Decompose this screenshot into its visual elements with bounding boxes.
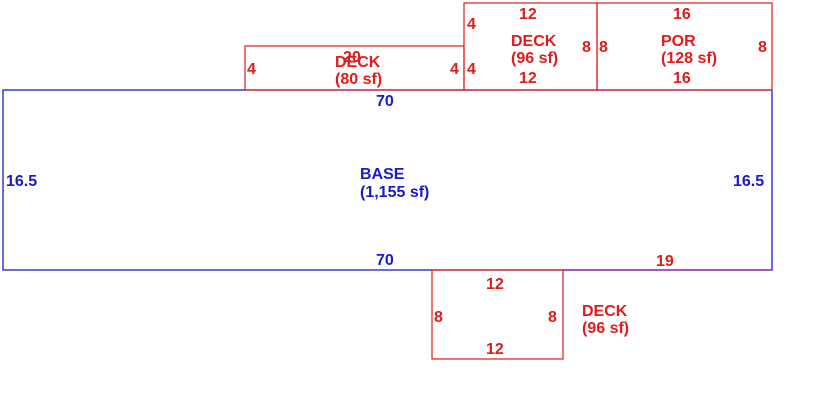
bottom-right-dim: 19 xyxy=(656,253,674,270)
porch-left-dim: 8 xyxy=(599,39,608,56)
porch-right-dim: 8 xyxy=(758,39,767,56)
deck-left-name: DECK xyxy=(335,54,381,71)
base-top-dim: 70 xyxy=(376,93,394,110)
deck-left-right-dim: 4 xyxy=(450,61,459,78)
base-bottom-dim: 70 xyxy=(376,252,394,269)
deck-bottom-outline xyxy=(431,269,564,360)
deck-left-left-dim: 4 xyxy=(247,61,256,78)
deck-top-right-dim: 8 xyxy=(582,39,591,56)
deck-bottom-bottom-dim: 12 xyxy=(486,341,504,358)
porch-outline xyxy=(596,2,773,91)
base-name: BASE xyxy=(360,166,405,183)
deck-top-left-bottom-dim: 4 xyxy=(467,61,476,78)
deck-left-area: (80 sf) xyxy=(335,71,382,88)
porch-name: POR xyxy=(661,33,696,50)
deck-top-area: (96 sf) xyxy=(511,50,558,67)
deck-top-name: DECK xyxy=(511,33,557,50)
base-left-dim: 16.5 xyxy=(6,173,37,190)
porch-top-dim: 16 xyxy=(673,6,691,23)
deck-bottom-top-dim: 12 xyxy=(486,276,504,293)
deck-top-left-top-dim: 4 xyxy=(467,16,476,33)
porch-area: (128 sf) xyxy=(661,50,717,67)
deck-bottom-left-dim: 8 xyxy=(434,309,443,326)
base-area: (1,155 sf) xyxy=(360,184,429,201)
deck-left-top-dim: 20 xyxy=(343,49,361,66)
deck-bottom-right-dim: 8 xyxy=(548,309,557,326)
deck-top-top-dim: 12 xyxy=(519,6,537,23)
deck-bottom-area: (96 sf) xyxy=(582,320,629,337)
base-right-dim: 16.5 xyxy=(733,173,764,190)
deck-bottom-name: DECK xyxy=(582,303,628,320)
deck-top-bottom-dim: 12 xyxy=(519,70,537,87)
porch-bottom-dim: 16 xyxy=(673,70,691,87)
